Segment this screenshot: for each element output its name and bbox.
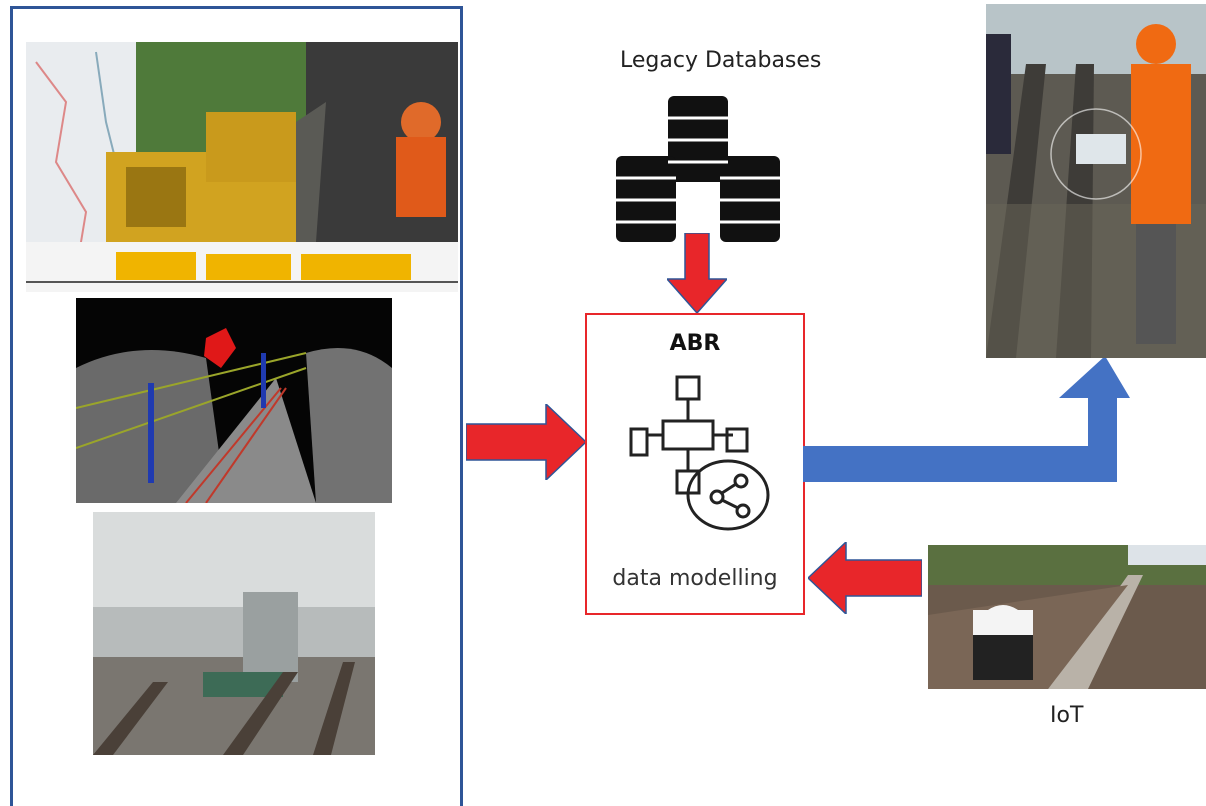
- source-to-abr-arrow: [465, 402, 588, 482]
- iot-sensor-photo: [928, 545, 1206, 689]
- iot-label: IoT: [1050, 703, 1084, 728]
- abr-caption: data modelling: [612, 566, 778, 591]
- flowchart-share-icon: [625, 373, 775, 533]
- databases-to-abr-arrow: [665, 232, 729, 315]
- lidar-point-cloud-image: [76, 298, 392, 503]
- abr-box: ABR data modelling: [585, 313, 805, 615]
- track-machinery-photo: [26, 42, 458, 292]
- abr-to-field-arrow: [803, 356, 1133, 482]
- legacy-databases-label: Legacy Databases: [620, 48, 822, 73]
- database-stack-icon: [612, 88, 784, 253]
- source-data-panel: [10, 6, 463, 806]
- iot-to-abr-arrow: [806, 540, 923, 616]
- field-workers-photo: [986, 4, 1206, 358]
- catenary-insulator-photo: [93, 512, 375, 755]
- abr-title: ABR: [669, 331, 721, 356]
